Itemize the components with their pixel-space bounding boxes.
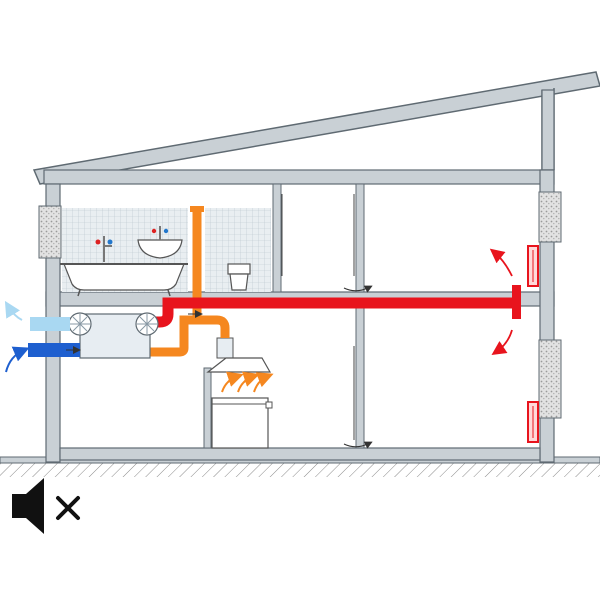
partitions bbox=[203, 183, 373, 449]
fresh-air-duct bbox=[5, 343, 81, 373]
cooker-icon bbox=[211, 397, 273, 449]
roof bbox=[32, 71, 600, 185]
kitchen bbox=[206, 337, 274, 449]
bathroom bbox=[60, 208, 271, 297]
exhaust-duct bbox=[4, 300, 70, 331]
supply-duct bbox=[148, 245, 539, 443]
rising-air-arrows bbox=[221, 371, 274, 393]
toilet-icon bbox=[227, 263, 251, 291]
speaker-muted-icon[interactable] bbox=[6, 478, 88, 538]
heat-recovery-unit bbox=[68, 312, 159, 359]
bathtub-icon bbox=[60, 236, 188, 297]
fan-icon bbox=[135, 312, 159, 336]
sink-icon bbox=[137, 226, 183, 259]
extractor-hood-icon bbox=[206, 337, 272, 373]
fan-icon bbox=[68, 312, 92, 336]
